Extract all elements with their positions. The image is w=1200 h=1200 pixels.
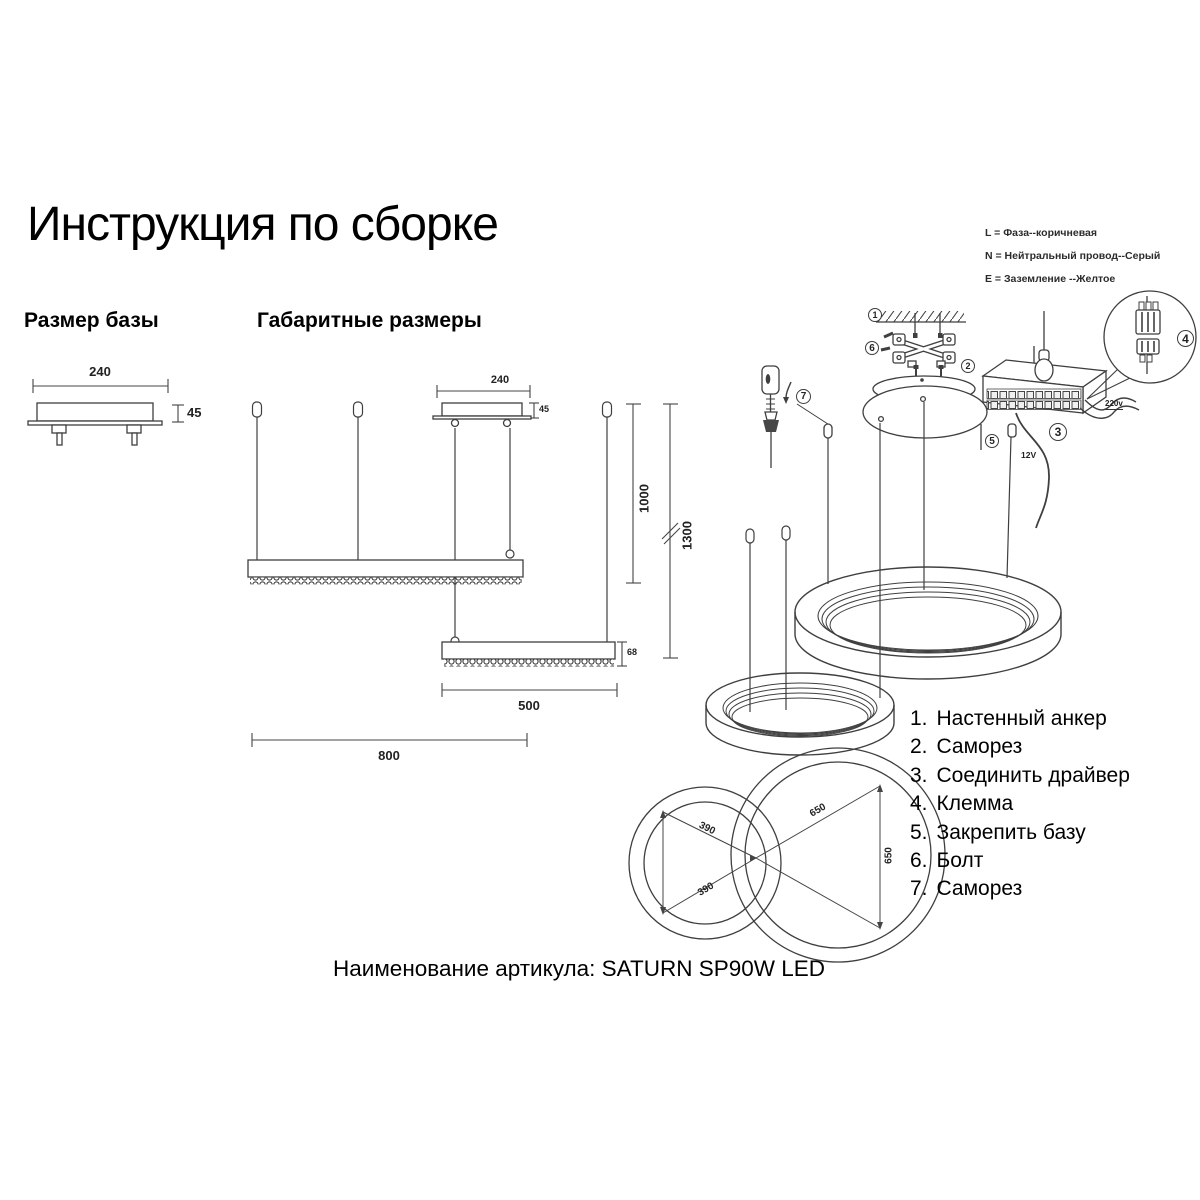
base-size-label: Размер базы: [24, 309, 159, 332]
wire-gripper-detail: [761, 365, 833, 468]
dim-total-height: 1300: [679, 521, 695, 550]
parts-list-item: 5.Закрепить базу: [910, 820, 1086, 844]
dim-base-height: 45: [187, 405, 202, 420]
callout-4: 4: [1177, 330, 1194, 347]
rings-top-view: [628, 747, 946, 963]
base-size-diagram: [27, 379, 184, 446]
parts-list-item: 4.Клемма: [910, 792, 1014, 816]
dim-base-width: 240: [89, 364, 111, 379]
dim-small-bar-length: 500: [518, 698, 540, 713]
legend-neutral: N = Нейтральный провод--Серый: [985, 250, 1161, 262]
dim-canopy-height: 45: [539, 404, 550, 414]
mains-voltage-label: 220v: [1105, 399, 1123, 410]
callout-1: 1: [868, 308, 882, 322]
parts-list-item: 2.Саморез: [910, 735, 1023, 759]
legend-ground: E = Заземление --Желтое: [985, 273, 1116, 285]
overall-size-label: Габаритные размеры: [257, 309, 482, 332]
parts-list-item: 7.Саморез: [910, 877, 1023, 901]
article-name: Наименование артикула: SATURN SP90W LED: [333, 956, 826, 981]
dim-large-ring-b: 650: [883, 847, 895, 864]
page-title: Инструкция по сборке: [27, 198, 499, 251]
legend-phase: L = Фаза--коричневая: [985, 227, 1097, 239]
driver-box: [981, 311, 1140, 529]
dim-wire-drop: 1000: [636, 484, 652, 513]
wiring-legend: L = Фаза--коричневая N = Нейтральный про…: [985, 222, 1200, 291]
callout-5: 5: [985, 434, 999, 448]
dim-small-bar-height: 68: [627, 647, 638, 657]
dim-large-bar-length: 800: [378, 748, 400, 763]
parts-list-item: 3.Соединить драйвер: [910, 763, 1130, 787]
terminal-magnifier: [1086, 290, 1197, 400]
overall-size-diagram: [247, 385, 681, 747]
suspension-wires: [745, 402, 1012, 712]
parts-list-item: 6.Болт: [910, 848, 984, 872]
callout-7: 7: [796, 389, 811, 404]
callout-3: 3: [1049, 423, 1067, 441]
dim-canopy-width: 240: [490, 374, 510, 386]
ceiling-mount-detail: [862, 311, 988, 450]
callout-2: 2: [961, 359, 975, 373]
callout-6: 6: [865, 341, 879, 355]
output-voltage-label: 12V: [1021, 450, 1037, 460]
parts-list-item: 1.Настенный анкер: [910, 707, 1107, 730]
parts-list: 1.Настенный анкер 2.Саморез 3.Соединить …: [910, 705, 1130, 904]
